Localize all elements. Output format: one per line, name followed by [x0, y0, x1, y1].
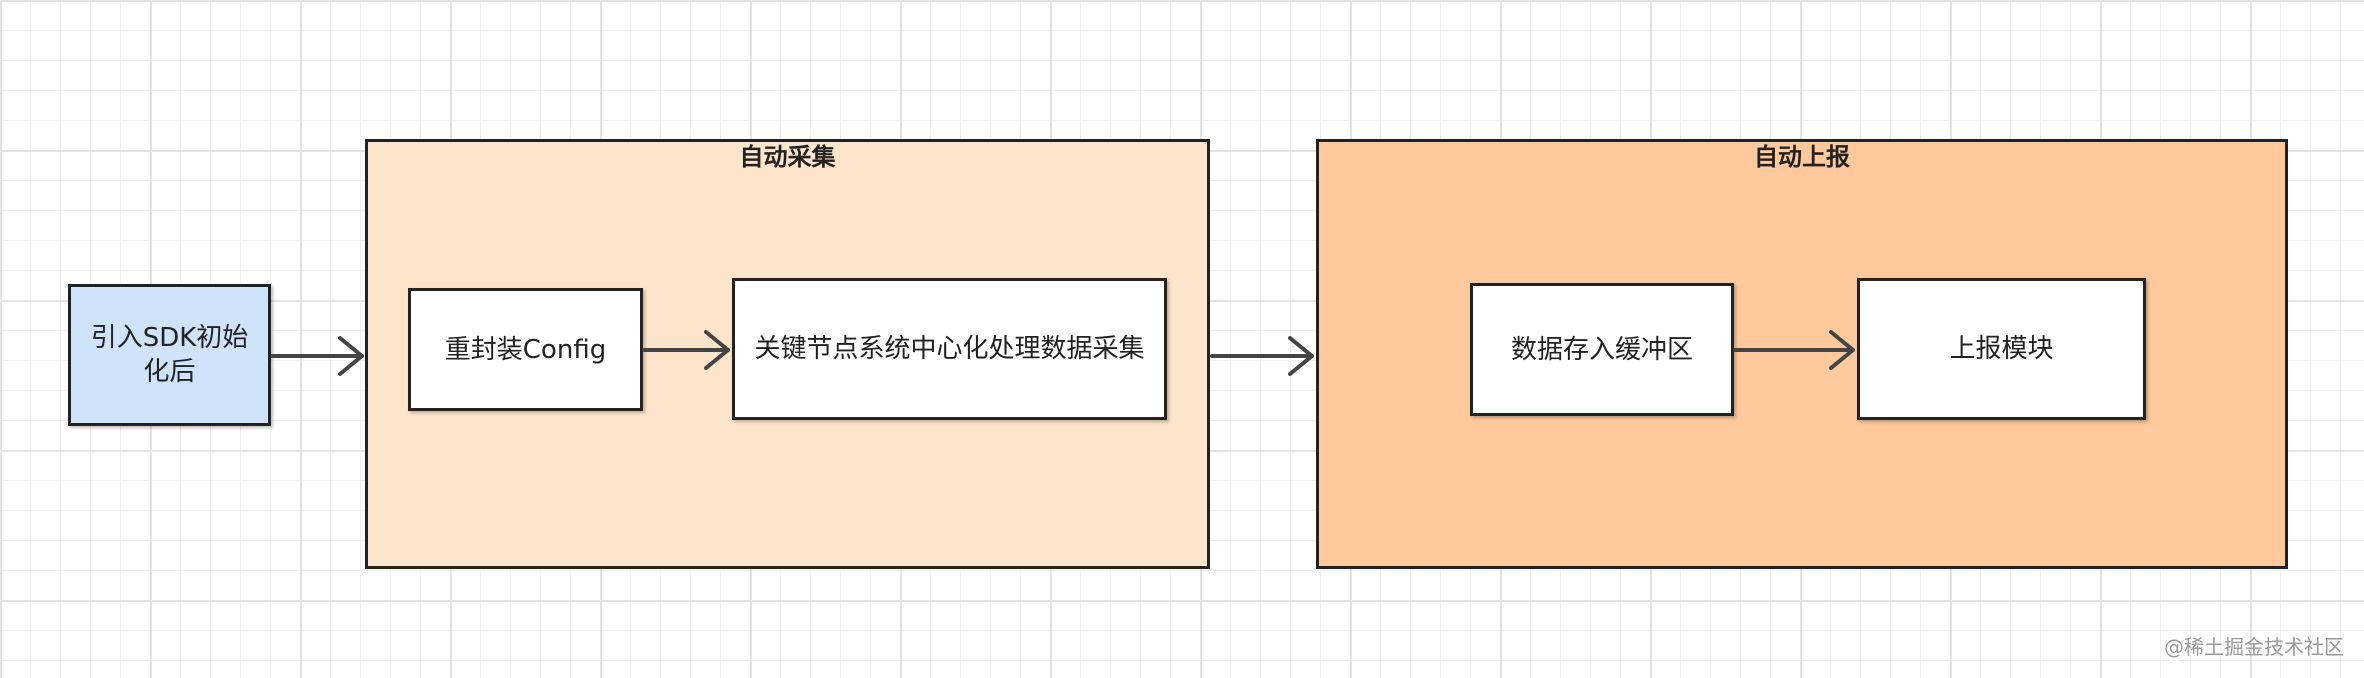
group-auto-collect-title: 自动采集 [739, 143, 836, 171]
node-repackage-config[interactable]: 重封装Config [408, 288, 643, 411]
node-report-module-label: 上报模块 [1949, 334, 2054, 364]
node-key-nodes-collect-label: 关键节点系统中心化处理数据采集 [754, 334, 1145, 364]
arrow-repackage-to-key-nodes [642, 330, 730, 370]
start-node-sdk-init[interactable]: 引入SDK初始 化后 [68, 284, 271, 426]
node-buffer-label: 数据存入缓冲区 [1510, 334, 1693, 365]
watermark: @稀土掘金技术社区 [2164, 635, 2344, 659]
start-node-line-2: 化后 [143, 357, 196, 387]
arrow-collect-to-report [1210, 336, 1314, 376]
node-key-nodes-collect[interactable]: 关键节点系统中心化处理数据采集 [732, 278, 1167, 420]
node-buffer[interactable]: 数据存入缓冲区 [1470, 283, 1734, 416]
start-node-line-1: 引入SDK初始 [90, 323, 249, 353]
group-auto-report-title: 自动上报 [1754, 143, 1850, 171]
node-repackage-config-label: 重封装Config [444, 334, 607, 365]
arrow-start-to-collect [270, 336, 364, 376]
arrow-buffer-to-report-module [1733, 330, 1855, 370]
node-report-module[interactable]: 上报模块 [1857, 278, 2146, 420]
